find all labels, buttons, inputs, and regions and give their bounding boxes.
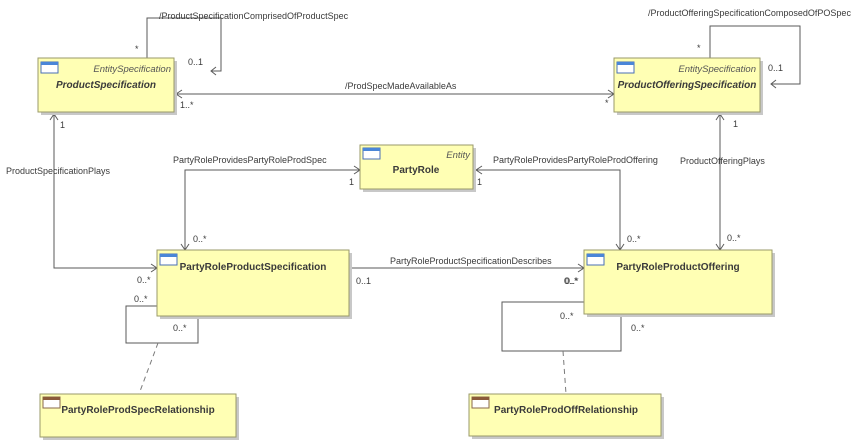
ps-plays-mult-b: 0..* [137,275,151,285]
class-party-role-product-specification[interactable]: PartyRoleProductSpecification [156,249,352,319]
made-available-mult-b: * [605,98,609,108]
describes-mult-a: 0..1 [356,276,371,286]
pos-self-association-label: /ProductOfferingSpecificationComposedOfP… [648,8,851,18]
ps-plays-association-line[interactable] [53,114,157,269]
class-product-offering-specification[interactable]: EntitySpecification ProductOfferingSpeci… [613,57,763,115]
class-name: PartyRoleProductSpecification [180,262,327,273]
class-party-role-prod-spec-relationship[interactable]: PartyRoleProdSpecRelationship [39,393,239,440]
prpo-relationship-dashed-link [562,350,567,395]
class-name: PartyRoleProductOffering [616,262,739,273]
class-party-role-product-offering[interactable]: PartyRoleProductOffering [583,249,775,317]
prpo-self-association-line[interactable] [501,301,622,352]
class-stereotype: EntitySpecification [93,64,171,75]
class-name: ProductSpecification [56,80,156,91]
provides-off-association-line[interactable] [476,169,621,250]
ps-self-mult-b: 0..1 [188,57,203,67]
ps-self-association-label: /ProductSpecificationComprisedOfProductS… [159,11,349,21]
ps-self-arrowhead [210,66,217,76]
prps-relationship-dashed-link [138,342,159,395]
prps-self-mult-a: 0..* [134,294,148,304]
describes-label: PartyRoleProductSpecificationDescribes [390,256,552,266]
prps-self-association-line[interactable] [125,305,199,344]
prps-self-mult-b: 0..* [173,323,187,333]
provides-off-label: PartyRoleProvidesPartyRoleProdOffering [493,155,658,165]
describes-mult-b: 0..* [565,276,579,286]
provides-off-mult-b: 0..* [627,234,641,244]
ps-self-mult-a: * [135,44,139,54]
provides-spec-label: PartyRoleProvidesPartyRoleProdSpec [173,155,327,165]
prpo-self-mult-b: 0..* [560,311,574,321]
made-available-mult-a: 1..* [180,100,194,110]
class-stereotype: Entity [446,150,471,161]
provides-spec-mult-a: 1 [349,177,354,187]
class-name: ProductOfferingSpecification [618,80,757,91]
made-available-label: /ProdSpecMadeAvailableAs [345,81,457,91]
class-party-role-prod-off-relationship[interactable]: PartyRoleProdOffRelationship [468,393,664,439]
provides-off-mult-a: 1 [477,177,482,187]
pos-self-mult-b: 0..1 [768,63,783,73]
pos-plays-mult-a: 1 [733,119,738,129]
class-party-role[interactable]: Entity PartyRole [359,144,476,192]
pos-plays-label: ProductOfferingPlays [680,156,765,166]
prpo-self-mult-a: 0..* [564,276,578,286]
pos-plays-mult-b: 0..* [727,233,741,243]
ps-self-association-line[interactable] [146,17,222,72]
prpo-self-mult-c: 0..* [631,323,645,333]
pos-self-arrowhead [770,79,777,89]
class-stereotype: EntitySpecification [678,64,756,75]
class-name: PartyRoleProdSpecRelationship [61,405,214,416]
class-name: PartyRoleProdOffRelationship [494,405,638,416]
pos-self-mult-a: * [697,43,701,53]
ps-plays-mult-a: 1 [60,120,65,130]
provides-spec-association-line[interactable] [184,169,360,250]
class-product-specification[interactable]: EntitySpecification ProductSpecification [37,57,177,115]
ps-plays-label: ProductSpecificationPlays [6,166,111,176]
provides-spec-mult-b: 0..* [193,234,207,244]
pos-self-association-line[interactable] [709,25,801,85]
class-name: PartyRole [393,165,440,176]
